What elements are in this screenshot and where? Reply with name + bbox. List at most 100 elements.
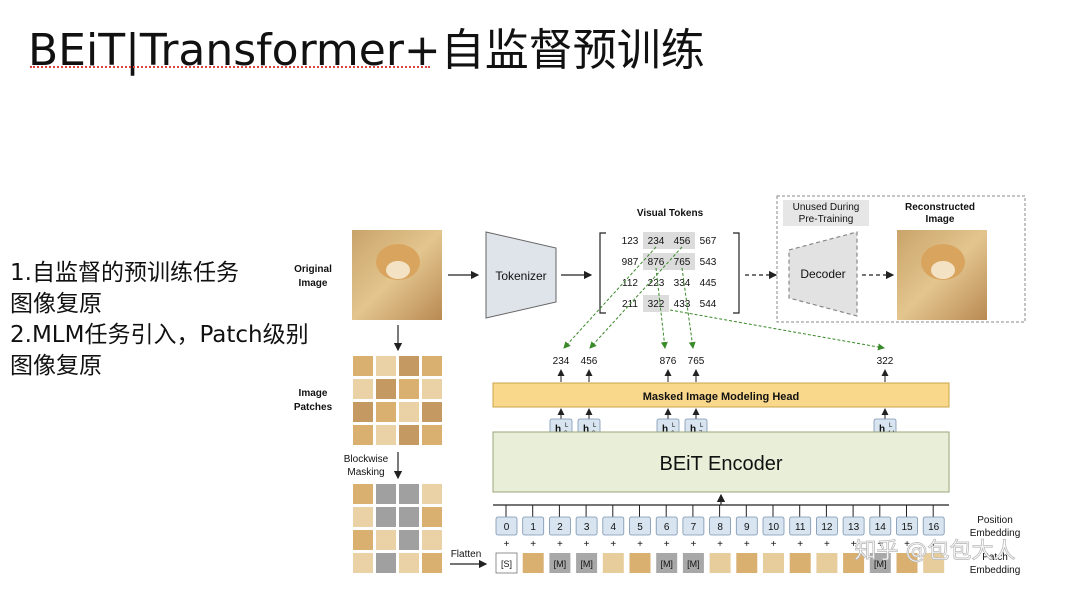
patches-label-1: Image <box>299 388 328 399</box>
patch-token-label: [M] <box>554 559 567 569</box>
decoder-block <box>788 231 858 317</box>
position-embedding-box <box>842 516 865 536</box>
predicted-token: 765 <box>688 356 705 367</box>
image-patch <box>353 507 373 527</box>
position-embedding-box <box>789 516 812 536</box>
hidden-state-label: h <box>879 424 885 435</box>
plus-sign: + <box>931 539 937 550</box>
image-patch <box>353 530 373 550</box>
masked-patch <box>399 530 419 550</box>
recon-dog-face <box>931 261 955 279</box>
position-index: 11 <box>795 522 806 533</box>
unused-region <box>776 195 1026 323</box>
patch-token <box>789 553 811 573</box>
visual-tokens-label: Visual Tokens <box>637 208 704 219</box>
patch-token <box>843 553 865 573</box>
image-patch <box>353 484 373 504</box>
image-patch <box>399 379 419 399</box>
position-index: 15 <box>901 522 913 533</box>
decoder-label: Decoder <box>800 267 845 281</box>
mask-token <box>869 553 891 573</box>
plus-sign: + <box>690 539 696 550</box>
patch-embedding-label-1: Patch <box>982 552 1008 563</box>
predicted-token: 234 <box>553 356 570 367</box>
encoder-block <box>492 431 950 493</box>
image-patch <box>376 402 396 422</box>
image-patch <box>353 356 373 376</box>
blockwise-label-1: Blockwise <box>344 454 389 465</box>
patch-token-label: [M] <box>874 559 887 569</box>
green-arrow-876 <box>655 267 668 349</box>
visual-token: 765 <box>674 257 691 268</box>
hidden-state-label: h <box>583 424 589 435</box>
image-patch <box>376 425 396 445</box>
image-patch <box>422 356 442 376</box>
plus-sign: + <box>824 539 830 550</box>
image-patch <box>399 402 419 422</box>
position-embedding-box <box>735 516 758 536</box>
masked-patch <box>376 553 396 573</box>
position-embedding-box <box>762 516 785 536</box>
position-embedding-box <box>522 516 545 536</box>
visual-token: 567 <box>700 236 717 247</box>
patch-token-label: [S] <box>501 559 512 569</box>
mask-token <box>549 553 571 573</box>
masked-patch <box>399 484 419 504</box>
position-index: 14 <box>875 522 887 533</box>
token-bracket-left <box>599 232 606 314</box>
token-highlight <box>669 232 695 249</box>
unused-label-2: Pre-Training <box>799 214 854 225</box>
predicted-token: 456 <box>581 356 598 367</box>
original-label-2: Image <box>299 278 328 289</box>
position-embedding-box <box>629 516 651 536</box>
tokenizer-block <box>485 231 557 319</box>
predicted-token: 322 <box>877 356 894 367</box>
hidden-state-superscript: L <box>593 423 597 429</box>
image-patch <box>422 553 442 573</box>
reconstructed-label-1: Reconstructed <box>905 202 975 213</box>
image-patch <box>353 379 373 399</box>
plus-sign: + <box>504 539 510 550</box>
plus-sign: + <box>530 539 536 550</box>
position-embedding-box <box>922 516 945 536</box>
position-index: 8 <box>717 522 723 533</box>
position-embedding-box <box>869 516 892 536</box>
position-embedding-box <box>495 516 518 536</box>
plus-sign: + <box>851 539 857 550</box>
plus-sign: + <box>904 539 910 550</box>
patch-token-label: [M] <box>687 559 700 569</box>
patches-label-2: Patches <box>294 402 333 413</box>
image-patch <box>399 553 419 573</box>
position-embedding-box <box>575 516 598 536</box>
image-patch <box>422 530 442 550</box>
plus-sign: + <box>877 539 883 550</box>
patch-token <box>602 553 624 573</box>
masked-patch <box>376 484 396 504</box>
plus-sign: + <box>584 539 590 550</box>
green-arrow-322 <box>669 309 885 351</box>
image-patch <box>399 356 419 376</box>
position-index: 4 <box>611 522 617 533</box>
position-index: 2 <box>557 522 563 533</box>
bullet-line-4: 图像复原 <box>10 353 102 379</box>
masked-patches-grid <box>353 484 442 573</box>
position-index: 6 <box>664 522 670 533</box>
position-embedding-box <box>896 516 918 536</box>
bullet-line-2: 图像复原 <box>10 291 102 317</box>
position-index: 5 <box>637 522 643 533</box>
encoder-label: BEiT Encoder <box>659 453 782 475</box>
patch-token <box>736 553 758 573</box>
mask-token <box>682 553 704 573</box>
patch-token <box>709 553 731 573</box>
patch-token <box>896 553 918 573</box>
patch-token <box>763 553 784 573</box>
flatten-label: Flatten <box>451 549 482 560</box>
watermark-text: 知乎 @包包大人 <box>855 539 1016 564</box>
token-highlight <box>669 253 695 270</box>
patch-token <box>522 553 544 573</box>
spellcheck-underline <box>30 66 430 68</box>
image-patch <box>422 484 442 504</box>
patch-token <box>923 553 945 573</box>
patch-token-label: [M] <box>580 559 593 569</box>
